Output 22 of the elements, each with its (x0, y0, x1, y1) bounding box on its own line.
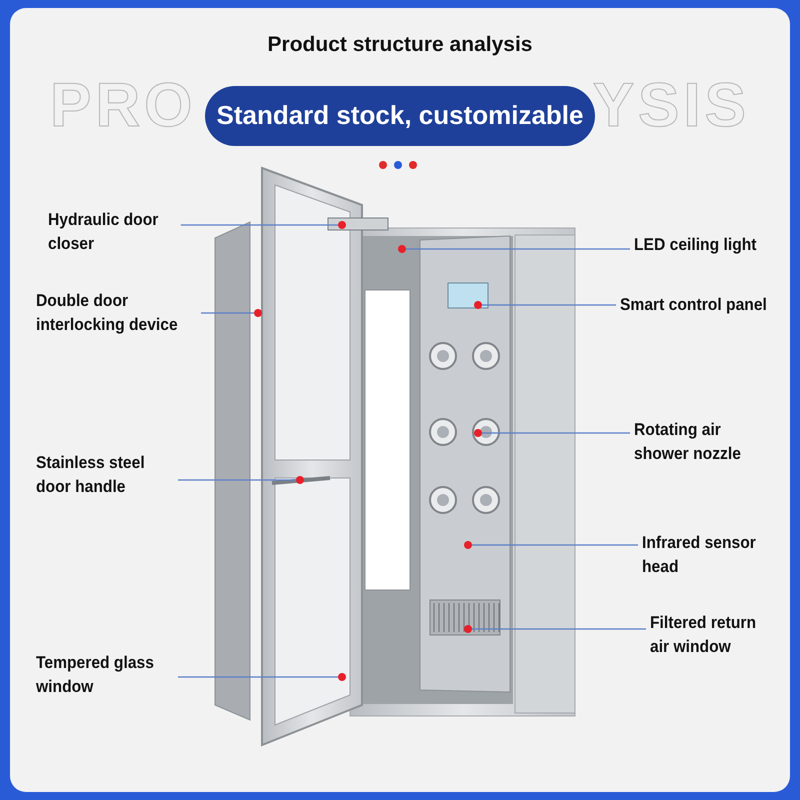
leader-line (178, 676, 338, 678)
part-label: Smart control panel (620, 293, 781, 317)
part-label: Rotating air shower nozzle (634, 418, 754, 466)
background-text: YSIS (592, 70, 750, 141)
leader-line (482, 432, 630, 434)
part-label: LED ceiling light (634, 233, 782, 257)
leader-line (180, 224, 338, 226)
part-label: Stainless steel door handle (36, 451, 174, 499)
part-label: Tempered glass window (36, 651, 174, 699)
leader-line (201, 312, 254, 314)
leader-line (472, 628, 646, 630)
banner-badge: Standard stock, customizable (205, 86, 595, 146)
leader-line (178, 479, 296, 481)
leader-line (472, 544, 638, 546)
part-label: Filtered return air window (650, 611, 779, 659)
part-label: Infrared sensor head (642, 531, 780, 579)
title: Product structure analysis (266, 33, 534, 57)
part-label: Hydraulic door closer (48, 208, 177, 256)
part-label: Double door interlocking device (36, 289, 197, 337)
background-text: PRO (50, 70, 196, 141)
leader-line (406, 248, 630, 250)
leader-line (482, 304, 616, 306)
